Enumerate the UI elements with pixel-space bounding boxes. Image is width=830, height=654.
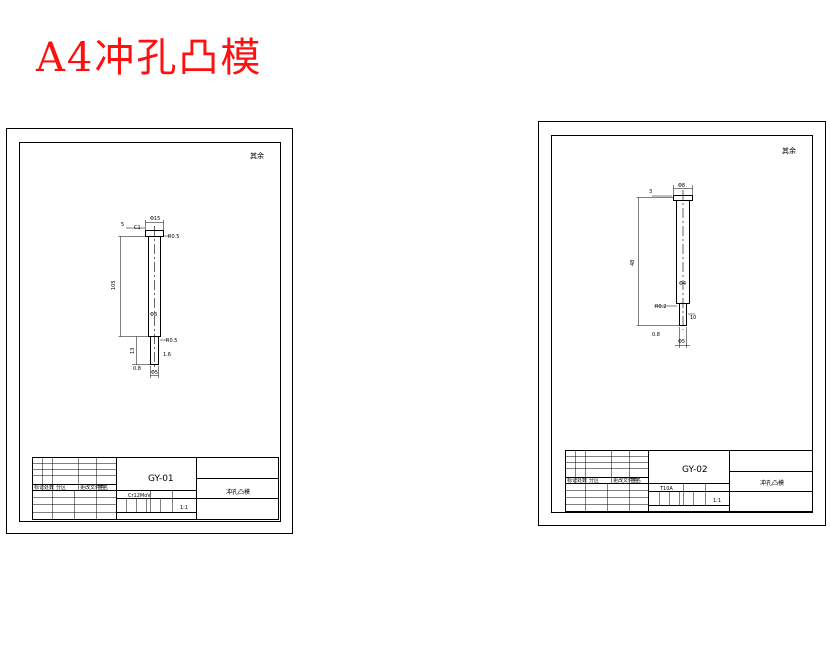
tb-material: T10A	[659, 486, 673, 492]
dim-body-len: 105	[111, 280, 117, 290]
tb-scale: 1:1	[713, 498, 721, 504]
tb-label-change: 更改文件号	[613, 477, 638, 484]
tb-label-count: 处数	[577, 477, 587, 484]
page-title: A4冲孔凸模	[36, 35, 263, 81]
dim-body-len: 48	[630, 260, 636, 266]
dim-body-dia: Φ8	[150, 312, 157, 318]
ra-tip-2: 0.8	[133, 366, 141, 372]
tb-label-zone: 分区	[56, 484, 66, 491]
tb-part-name: 冲孔凸模	[760, 479, 784, 487]
tb-label-sign: 签名	[98, 484, 108, 491]
tb-scale: 1:1	[180, 505, 188, 511]
dim-top-dia: Φ15	[150, 216, 160, 222]
dim-head-h: 5	[121, 222, 124, 228]
dim-top-dia: Φ8	[678, 183, 685, 189]
ra-tip: 0.8	[652, 332, 660, 338]
tb-drawing-no: GY-02	[682, 465, 708, 475]
dim-fillet: R0.5	[166, 338, 177, 344]
tb-part-name: 冲孔凸模	[226, 488, 250, 496]
title-block	[565, 450, 813, 512]
tb-label-change: 更改文件号	[80, 484, 105, 491]
dim-head-h: 3	[649, 189, 652, 195]
dim-tip-dia: Φ5	[678, 339, 685, 345]
tb-label-zone: 分区	[589, 477, 599, 484]
dim-tip-len: 13	[130, 348, 136, 354]
dim-head-r: R0.5	[168, 234, 179, 240]
dim-tip-len: 10	[690, 315, 696, 321]
roughness-note: 其余	[782, 146, 796, 155]
tb-label-mark: 标记	[34, 484, 44, 491]
title-block	[32, 457, 279, 520]
tb-material: Cr12MoV	[128, 493, 151, 499]
dim-chamfer: C1	[134, 225, 141, 231]
tb-label-mark: 标记	[567, 477, 577, 484]
tb-drawing-no: GY-01	[148, 474, 174, 484]
ra-tip: 1.6	[163, 352, 171, 358]
dim-body-dia: Φ4	[679, 281, 686, 287]
tb-label-sign: 签名	[631, 477, 641, 484]
roughness-note: 其余	[250, 151, 264, 160]
tb-label-count: 处数	[44, 484, 54, 491]
dim-tip-r: R0.2	[655, 304, 666, 310]
dim-tip-dia: Φ5	[151, 370, 158, 376]
